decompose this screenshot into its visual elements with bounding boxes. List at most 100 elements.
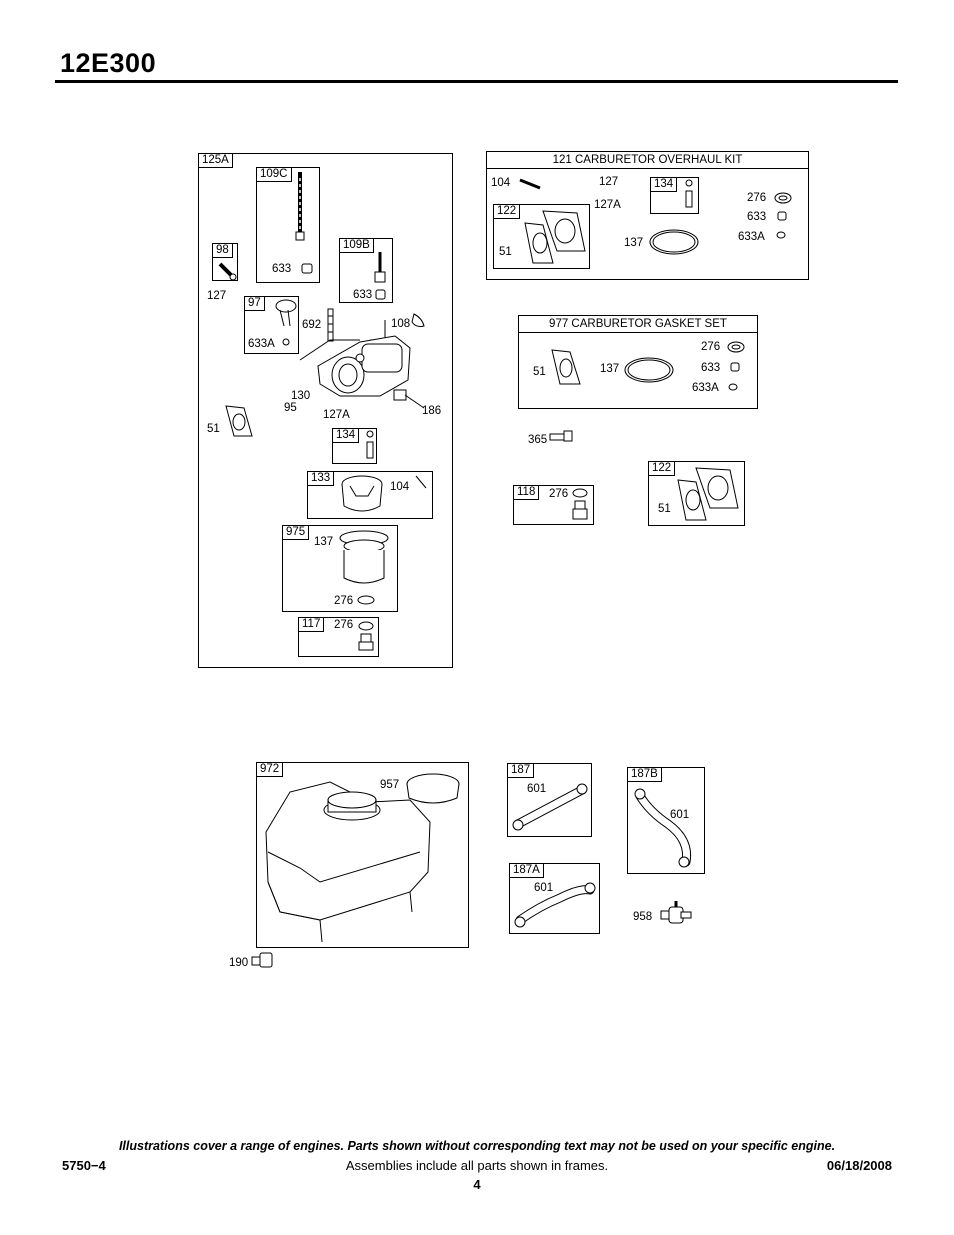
- frame-tag: 98: [212, 243, 233, 258]
- frame-122: 122: [648, 461, 745, 526]
- label-95: 95: [284, 402, 297, 414]
- label-130: 130: [291, 390, 311, 402]
- label-633: 633: [701, 362, 721, 374]
- frame-109C: 109C: [256, 167, 320, 283]
- label-137: 137: [314, 536, 334, 548]
- label-601: 601: [670, 809, 690, 821]
- frame-133: 133: [307, 471, 433, 519]
- frame-tag: 134: [650, 177, 678, 192]
- frame-134: 134: [650, 177, 699, 214]
- fuel-line-187-art: [508, 776, 592, 836]
- label-127A: 127A: [594, 199, 621, 211]
- label-276: 276: [334, 595, 354, 607]
- footer-note: Illustrations cover a range of engines. …: [118, 1139, 836, 1153]
- washers-art: [726, 340, 746, 392]
- frame-tag: 975: [282, 525, 310, 540]
- label-365: 365: [528, 434, 548, 446]
- frame-118: 118: [513, 485, 594, 525]
- label-127: 127: [207, 290, 227, 302]
- carburetor-body-art: [300, 300, 440, 412]
- frame-tag: 97: [244, 296, 265, 311]
- bolt-190-art: [250, 951, 274, 969]
- gasket-51-art: [222, 402, 256, 440]
- label-957: 957: [380, 779, 400, 791]
- label-51: 51: [207, 423, 220, 435]
- frame-tag: 109B: [339, 238, 374, 253]
- doc-number: 5750−4: [62, 1158, 106, 1173]
- fuel-tank-art: [260, 772, 465, 944]
- frame-109B: 109B: [339, 238, 393, 303]
- shutoff-valve-958-art: [659, 899, 693, 929]
- label-127: 127: [599, 176, 619, 188]
- page-title: 12E300: [60, 48, 157, 78]
- label-137: 137: [600, 363, 620, 375]
- title-rule: [55, 80, 898, 83]
- frame-tag: 187: [507, 763, 535, 778]
- frame-tag: 122: [648, 461, 676, 476]
- fuel-line-187B-art: [628, 782, 704, 872]
- frame-tag: 125A: [198, 153, 233, 168]
- bowl-975-art: [336, 528, 394, 610]
- oring-137-art: [648, 227, 700, 257]
- pin-104-art: [518, 178, 542, 190]
- assemblies-note: Assemblies include all parts shown in fr…: [345, 1158, 609, 1173]
- label-127A: 127A: [323, 409, 350, 421]
- bowl-nut-117-art: [355, 620, 377, 656]
- kit-title: 121 CARBURETOR OVERHAUL KIT: [486, 151, 809, 169]
- frame-125A: 125A: [198, 153, 453, 668]
- label-633A: 633A: [692, 382, 719, 394]
- label-633A: 633A: [248, 338, 275, 350]
- label-633: 633: [272, 263, 292, 275]
- frame-tag: 118: [513, 485, 540, 500]
- label-276: 276: [549, 488, 569, 500]
- float-133-art: [338, 472, 430, 516]
- page-number: 4: [473, 1177, 481, 1192]
- frame-122: 122: [493, 204, 590, 269]
- label-137: 137: [624, 237, 644, 249]
- frame-117: 117: [298, 617, 379, 657]
- screw-98-art: [218, 262, 238, 280]
- frame-tag: 187A: [509, 863, 544, 878]
- needle-109B-art: [370, 250, 392, 302]
- frame-97: 97: [244, 296, 299, 354]
- frame-tag: 972: [256, 762, 284, 777]
- needle-134-art: [683, 179, 695, 211]
- label-633: 633: [353, 289, 373, 301]
- frame-tag: 109C: [256, 167, 292, 182]
- label-51: 51: [499, 246, 512, 258]
- washers-art: [773, 192, 793, 242]
- label-692: 692: [302, 319, 322, 331]
- doc-date: 06/18/2008: [826, 1158, 892, 1173]
- label-108: 108: [391, 318, 411, 330]
- frame-121-overhaul-kit: 121 CARBURETOR OVERHAUL KIT: [486, 151, 809, 280]
- frame-972: 972: [256, 762, 469, 948]
- frame-98: 98: [212, 243, 238, 281]
- label-601: 601: [527, 783, 547, 795]
- label-51: 51: [658, 503, 671, 515]
- frame-tag: 187B: [627, 767, 662, 782]
- label-601: 601: [534, 882, 554, 894]
- label-276: 276: [747, 192, 767, 204]
- label-276: 276: [701, 341, 721, 353]
- label-51: 51: [533, 366, 546, 378]
- fuel-line-187A-art: [510, 876, 600, 932]
- frame-977-gasket-set: 977 CARBURETOR GASKET SET: [518, 315, 758, 409]
- frame-187B: 187B: [627, 767, 705, 874]
- spacer-gasket-art: [517, 207, 589, 267]
- frame-tag: 117: [298, 617, 325, 632]
- float-needle-109C-art: [290, 170, 320, 280]
- label-186: 186: [422, 405, 442, 417]
- bowl-nut-118-art: [569, 487, 591, 523]
- frame-187: 187: [507, 763, 592, 837]
- frame-134: 134: [332, 428, 377, 464]
- frame-187A: 187A: [509, 863, 600, 934]
- oring-137-art: [623, 355, 675, 385]
- bolt-365-art: [548, 428, 574, 444]
- label-104: 104: [390, 481, 410, 493]
- frame-975: 975: [282, 525, 398, 612]
- gasket-51-art: [548, 346, 584, 388]
- frame-tag: 122: [493, 204, 521, 219]
- gasket-set-title: 977 CARBURETOR GASKET SET: [518, 315, 758, 333]
- frame-tag: 133: [307, 471, 335, 486]
- label-633A: 633A: [738, 231, 765, 243]
